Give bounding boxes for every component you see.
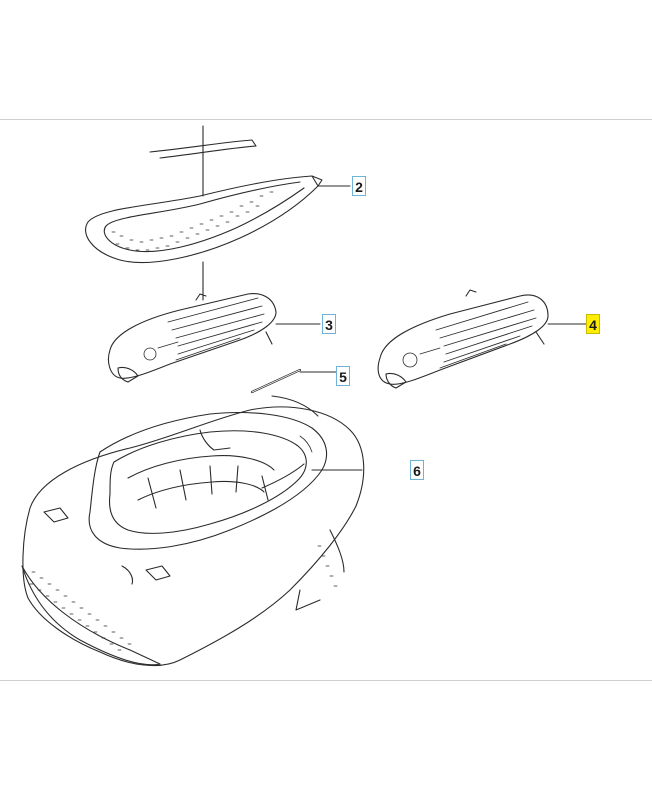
part-6-front-vent-grille <box>29 571 132 651</box>
bottom-frame-rule <box>0 680 652 681</box>
part-6-side-vent-grille <box>317 545 338 587</box>
part-5-rod <box>250 368 302 394</box>
part-6-chassis-body <box>21 395 365 667</box>
part-3-cover-slats <box>167 297 265 361</box>
callout-part-6[interactable]: 6 <box>410 460 424 480</box>
callout-part-2[interactable]: 2 <box>352 176 366 196</box>
callout-leaders <box>275 185 587 373</box>
top-frame-rule <box>0 119 652 120</box>
part-2-vent-holes <box>111 191 274 251</box>
part-3-brand-logo <box>143 341 179 361</box>
part-4-brand-logo <box>402 347 441 368</box>
callout-part-3[interactable]: 3 <box>322 314 336 334</box>
callout-part-4[interactable]: 4 <box>586 314 600 334</box>
part-2-bumper-trim <box>85 125 323 264</box>
part-4-cover-slats <box>435 301 537 369</box>
part-3-display-cover <box>107 261 277 383</box>
part-4-display-cover-variant <box>377 289 549 389</box>
callout-part-5[interactable]: 5 <box>336 366 350 386</box>
